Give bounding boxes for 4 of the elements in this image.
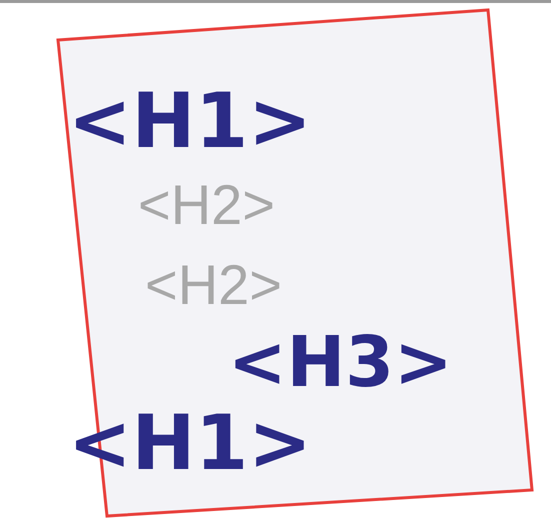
heading-tag: <H2>	[145, 257, 282, 313]
heading-tag: <H3>	[228, 327, 453, 397]
heading-tag: <H2>	[138, 177, 275, 233]
heading-tag: <H1>	[68, 83, 312, 159]
